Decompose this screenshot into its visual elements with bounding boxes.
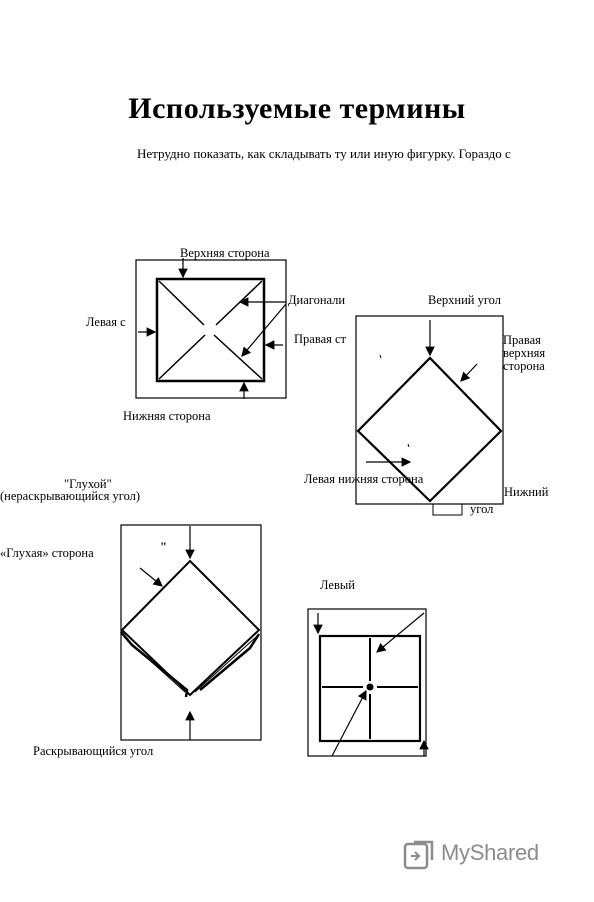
label-left-fig4: Левый: [320, 578, 355, 592]
label-top-corner: Верхний угол: [428, 293, 501, 307]
label-opening-corner: Раскрывающийся угол: [33, 744, 154, 758]
label-quote-mark: ": [160, 540, 167, 554]
label-blind-corner-line1: "Глухой": [64, 477, 112, 491]
intro-text: Нетрудно показать, как складывать ту или…: [137, 146, 511, 161]
myshared-logo-icon: [403, 840, 434, 870]
figure2-diamond-diagram: [355, 315, 504, 516]
label-bottom-side: Нижняя сторона: [123, 409, 211, 423]
label-blind-side: «Глухая» сторона: [0, 546, 94, 560]
label-top-side: Верхняя сторона: [180, 246, 270, 260]
watermark-text: MyShared: [441, 840, 539, 865]
label-right-upper-line1: Правая: [503, 333, 541, 347]
label-right-upper-line3: сторона: [503, 359, 545, 373]
figure4-cross-diagram: [307, 608, 429, 757]
label-left-side: Левая с: [86, 315, 126, 329]
label-bottom-corner-line1: Нижний: [504, 485, 549, 499]
label-right-upper-line2: верхняя: [503, 346, 546, 360]
figure1-square-diagram: [135, 258, 287, 399]
label-diagonals: Диагонали: [288, 293, 346, 307]
label-bottom-corner-line2: угол: [470, 502, 494, 516]
label-left-lower-side: Левая нижняя сторона: [304, 472, 424, 486]
page-title: Используемые термины: [128, 92, 466, 125]
label-right-side: Правая ст: [294, 332, 346, 346]
figure3-folded-diagram: [120, 524, 262, 741]
label-blind-corner-line2: (нераскрывающийся угол): [0, 489, 141, 503]
